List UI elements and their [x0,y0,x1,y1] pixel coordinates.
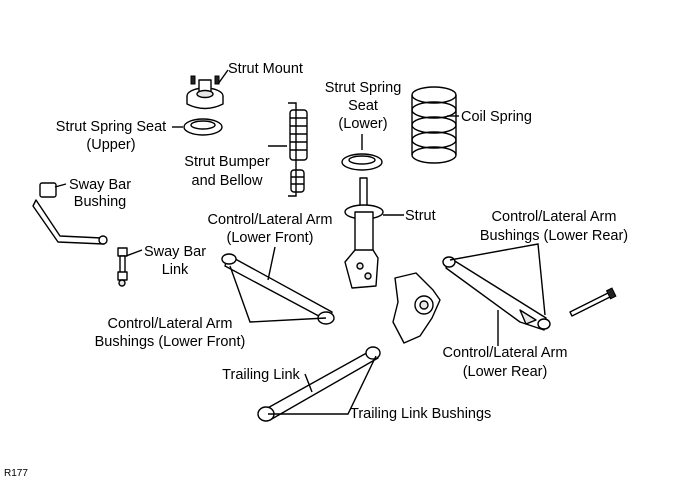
label-trailing-link: Trailing Link [222,367,300,383]
label-trailing-link-bushings: Trailing Link Bushings [350,406,491,422]
label-strut-spring-seat-lower-1: Strut Spring [325,80,402,96]
upper-spring-seat-part [183,118,223,136]
label-coil-spring: Coil Spring [461,109,532,125]
lower-front-arm-part [221,253,335,325]
strut-mount-part [186,75,224,110]
sway-bar-link-part [117,247,128,287]
bolt-part [569,287,617,317]
label-arm-bushings-lower-rear-1: Control/Lateral Arm [492,209,617,225]
trailing-link-part [257,346,381,422]
label-arm-lower-rear-1: Control/Lateral Arm [443,345,568,361]
label-arm-bushings-lower-rear-2: Bushings (Lower Rear) [480,228,628,244]
label-strut-spring-seat-upper: Strut Spring Seat [56,119,166,135]
label-sway-bar-link-2: Link [162,262,189,278]
label-arm-lower-front-1: Control/Lateral Arm [208,212,333,228]
sway-bar-part [32,182,108,245]
label-arm-lower-rear-2: (Lower Rear) [463,364,548,380]
figure-code: R177 [4,468,28,479]
label-arm-bushings-lower-front-1: Control/Lateral Arm [108,316,233,332]
label-sway-bar-bushing-2: Bushing [74,194,126,210]
label-arm-lower-front-2: (Lower Front) [226,230,313,246]
coil-spring-part [411,86,457,164]
label-strut-spring-seat-lower-3: (Lower) [338,116,387,132]
lower-rear-arm-part [442,256,551,331]
strut-bumper-part [289,109,308,193]
strut-part [344,177,384,289]
label-strut-spring-seat-lower-2: Seat [348,98,378,114]
label-strut-mount: Strut Mount [228,61,303,77]
label-strut: Strut [405,208,436,224]
label-strut-bumper-1: Strut Bumper [184,154,270,170]
lower-spring-seat-part [341,153,383,171]
label-strut-spring-seat-upper-sub: (Upper) [86,137,135,153]
label-sway-bar-bushing-1: Sway Bar [69,177,131,193]
knuckle-part [392,272,441,344]
label-sway-bar-link-1: Sway Bar [144,244,206,260]
label-arm-bushings-lower-front-2: Bushings (Lower Front) [95,334,246,350]
label-strut-bumper-2: and Bellow [192,173,263,189]
